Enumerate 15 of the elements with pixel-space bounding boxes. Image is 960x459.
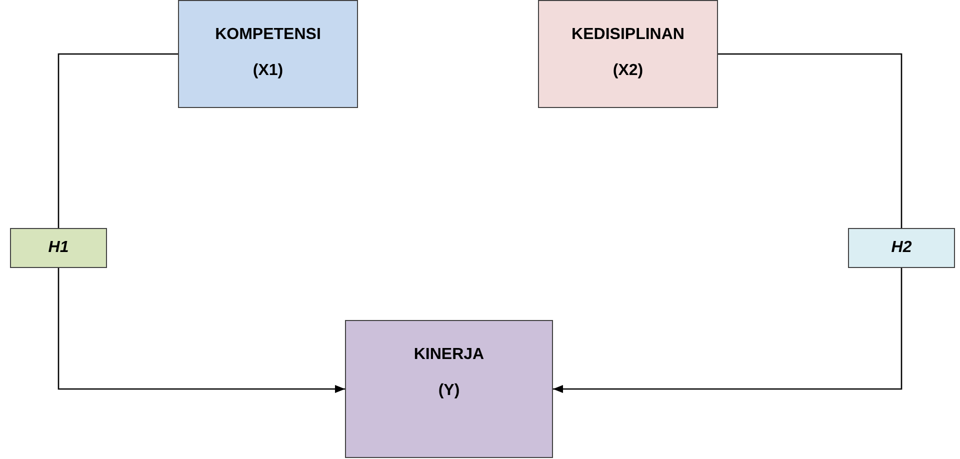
variable-name: KINERJA bbox=[414, 345, 484, 365]
variable-code: (X1) bbox=[252, 61, 284, 81]
variable-name: KEDISIPLINAN bbox=[572, 25, 684, 45]
hypothesis-box bbox=[848, 228, 955, 268]
hypothesis-label: H1 bbox=[48, 238, 69, 258]
variable-box bbox=[345, 320, 553, 458]
connector-arrow bbox=[553, 268, 902, 393]
variable-box bbox=[178, 0, 358, 108]
hypothesis-box bbox=[10, 228, 107, 268]
variable-code: (X2) bbox=[612, 61, 644, 81]
variable-code: (Y) bbox=[438, 381, 460, 401]
variable-box bbox=[538, 0, 718, 108]
hypothesis-label: H2 bbox=[891, 238, 912, 258]
connector-arrow bbox=[58, 268, 345, 393]
variable-name: KOMPETENSI bbox=[215, 25, 321, 45]
